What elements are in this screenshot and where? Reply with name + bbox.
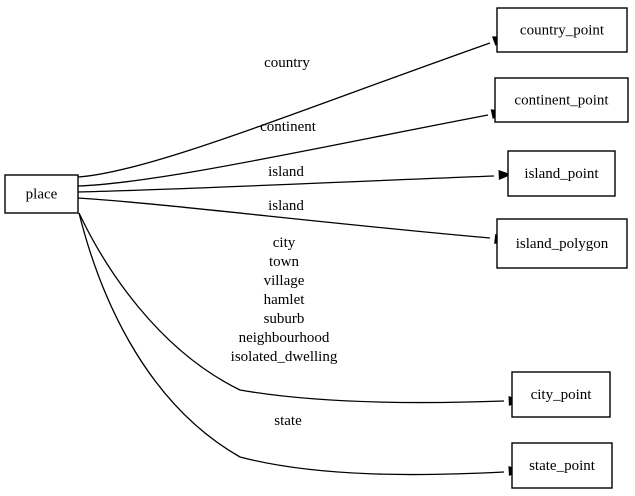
- edge-city-label-line: suburb: [264, 311, 305, 327]
- edge-island-point: [77, 169, 512, 193]
- edge-city-label-line: neighbourhood: [239, 330, 330, 346]
- node-island_polygon[interactable]: island_polygon: [496, 218, 628, 269]
- edge-island-point-label-line: island: [268, 164, 304, 180]
- edges-layer: [77, 36, 522, 477]
- edge-country-path: [77, 42, 491, 178]
- node-place-label: place: [26, 186, 58, 202]
- edge-city-path: [78, 212, 505, 404]
- node-city_point-box: [511, 371, 611, 418]
- edge-continent-label: continent: [260, 119, 317, 135]
- edge-continent-label-line: continent: [260, 119, 317, 135]
- edge-city: [78, 212, 522, 407]
- node-island_polygon-box: [496, 218, 628, 269]
- node-country_point-label: country_point: [520, 22, 605, 38]
- edge-city-label-line: city: [273, 235, 296, 251]
- edge-island-polygon-label-line: island: [268, 198, 304, 214]
- node-city_point[interactable]: city_point: [511, 371, 611, 418]
- edge-city-label-line: hamlet: [264, 292, 306, 308]
- node-state_point-label: state_point: [529, 458, 596, 474]
- edge-labels-layer: country continent island island city town vill…: [231, 55, 338, 429]
- node-continent_point-box: [494, 77, 629, 123]
- edge-city-label-line: town: [269, 254, 300, 270]
- edge-island-polygon-label: island: [268, 198, 304, 214]
- edge-island-point-path: [77, 175, 495, 193]
- node-island_polygon-label: island_polygon: [516, 236, 609, 252]
- edge-island-point-label: island: [268, 164, 304, 180]
- node-place[interactable]: place: [4, 174, 79, 214]
- node-island_point-box: [507, 150, 616, 197]
- node-island_point-label: island_point: [524, 166, 599, 182]
- edge-island-point-arrowhead: [498, 169, 512, 181]
- edge-island-polygon-path: [77, 197, 491, 239]
- edge-city-label: city town village hamlet suburb neighbourhood…: [231, 235, 338, 365]
- node-country_point[interactable]: country_point: [496, 7, 628, 53]
- edge-state-label-line: state: [274, 413, 302, 429]
- edge-city-label-line: isolated_dwelling: [231, 349, 338, 365]
- node-state_point-box: [511, 442, 613, 489]
- edge-country-label-line: country: [264, 55, 310, 71]
- edge-city-label-line: village: [264, 273, 305, 289]
- node-city_point-label: city_point: [531, 387, 593, 403]
- edge-continent-path: [77, 114, 489, 187]
- edge-country-label: country: [264, 55, 310, 71]
- node-country_point-box: [496, 7, 628, 53]
- nodes-layer: place country_point continent_point island_…: [4, 7, 629, 489]
- node-island_point[interactable]: island_point: [507, 150, 616, 197]
- node-continent_point[interactable]: continent_point: [494, 77, 629, 123]
- node-place-box: [4, 174, 79, 214]
- edge-state-path: [78, 212, 505, 476]
- node-continent_point-label: continent_point: [514, 92, 609, 108]
- node-state_point[interactable]: state_point: [511, 442, 613, 489]
- edge-state-label: state: [274, 413, 302, 429]
